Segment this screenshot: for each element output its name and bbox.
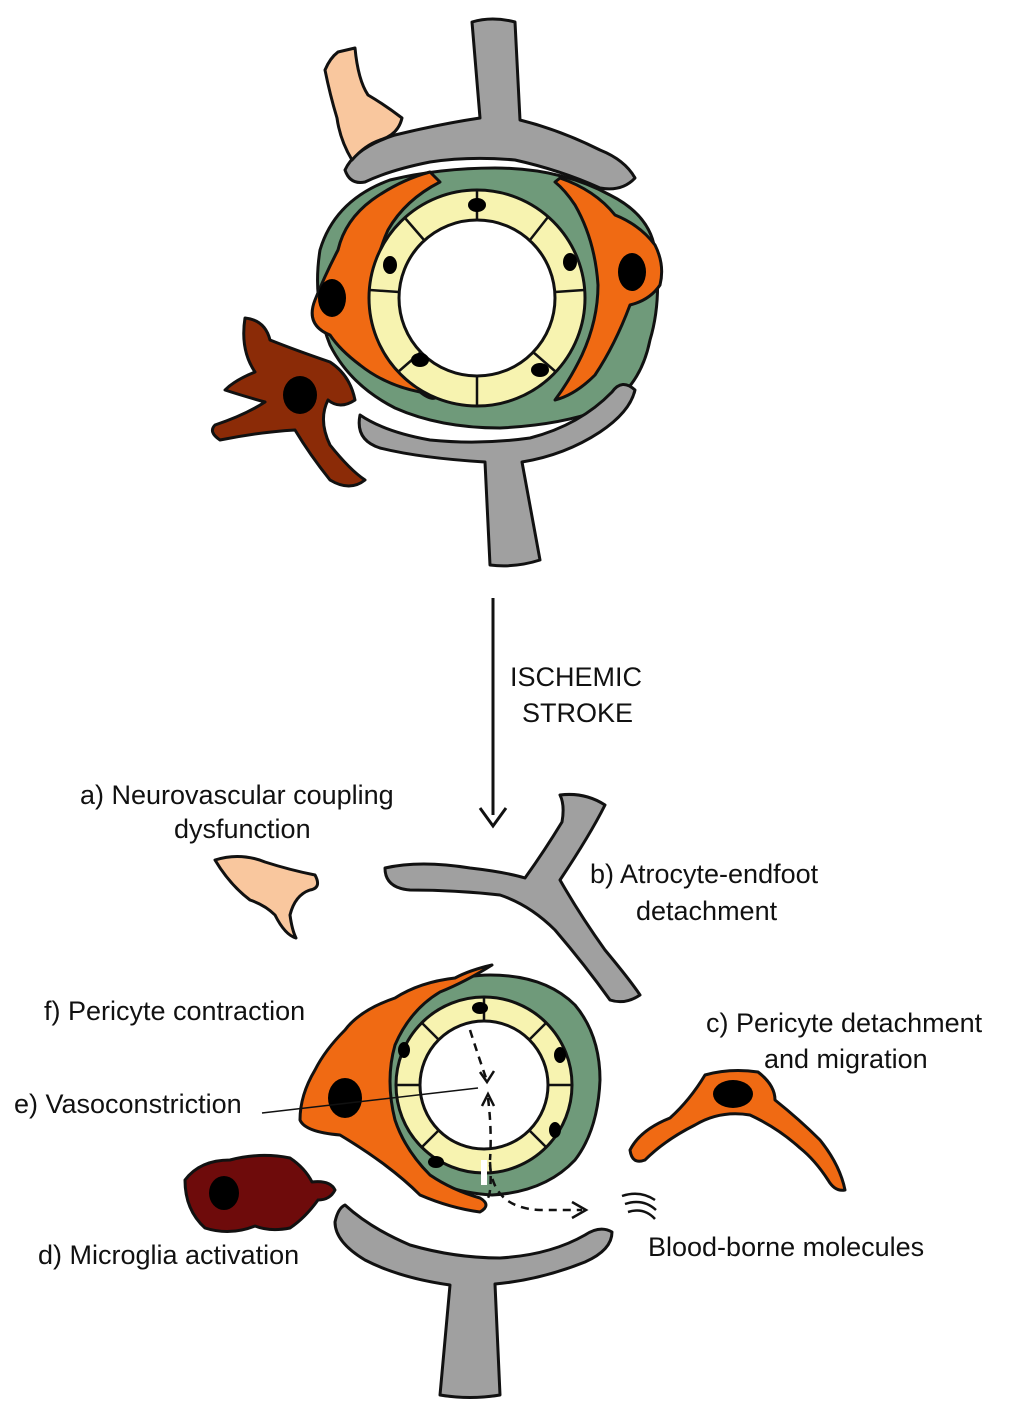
microglia-activated (183, 1153, 337, 1233)
neuron-bottom (213, 855, 320, 940)
label-c-line1: c) Pericyte detachment (706, 1008, 983, 1038)
neuron-top (323, 46, 404, 162)
microglia-nucleus-activated (209, 1176, 239, 1210)
stroke-neurovascular-unit (183, 793, 847, 1399)
microglia-nucleus-top (283, 376, 317, 414)
astrocyte-endfoot-top (343, 17, 637, 191)
label-b-line2: detachment (636, 896, 778, 926)
pericyte-nucleus-contracted (328, 1078, 362, 1118)
astrocyte-endfoot-bottom-stroke (333, 1203, 614, 1399)
label-f: f) Pericyte contraction (44, 996, 305, 1026)
annotations: a) Neurovascular coupling dysfunction b)… (14, 780, 983, 1270)
pericyte-nucleus-top-right (618, 253, 646, 291)
endothelial-nuclei-top (383, 198, 577, 377)
ischemic-stroke-arrow: ISCHEMIC STROKE (478, 598, 642, 829)
vessel-lumen-bottom (418, 1019, 550, 1151)
endothelial-nuclei-bottom (398, 1002, 566, 1168)
vasoconstriction-arrows (468, 1029, 492, 1161)
label-c-line2: and migration (764, 1044, 928, 1074)
healthy-neurovascular-unit (210, 17, 664, 568)
label-a-line2: dysfunction (174, 814, 311, 844)
arrow-label-line1: ISCHEMIC (510, 662, 642, 692)
leakage-arrow (488, 1164, 582, 1212)
label-d: d) Microglia activation (38, 1240, 299, 1270)
label-a-line1: a) Neurovascular coupling (80, 780, 394, 810)
pericyte-nucleus-top-left (318, 279, 346, 317)
astrocyte-endfoot-detached (383, 793, 642, 1004)
endothelial-cell-borders-top (369, 190, 585, 406)
label-molecules: Blood-borne molecules (648, 1232, 924, 1262)
vessel-lumen-top (397, 218, 557, 378)
label-b-line1: b) Atrocyte-endfoot (590, 859, 819, 889)
arrow-label-line2: STROKE (522, 698, 633, 728)
pericyte-contracted (298, 963, 494, 1214)
pericyte-top-right (553, 176, 664, 402)
blood-borne-molecules-icon (621, 1192, 657, 1220)
label-e: e) Vasoconstriction (14, 1089, 242, 1119)
pericyte-nucleus-migrating (713, 1080, 753, 1108)
vasoconstriction-pointer (261, 1087, 479, 1114)
astrocyte-endfoot-bottom (357, 383, 637, 568)
